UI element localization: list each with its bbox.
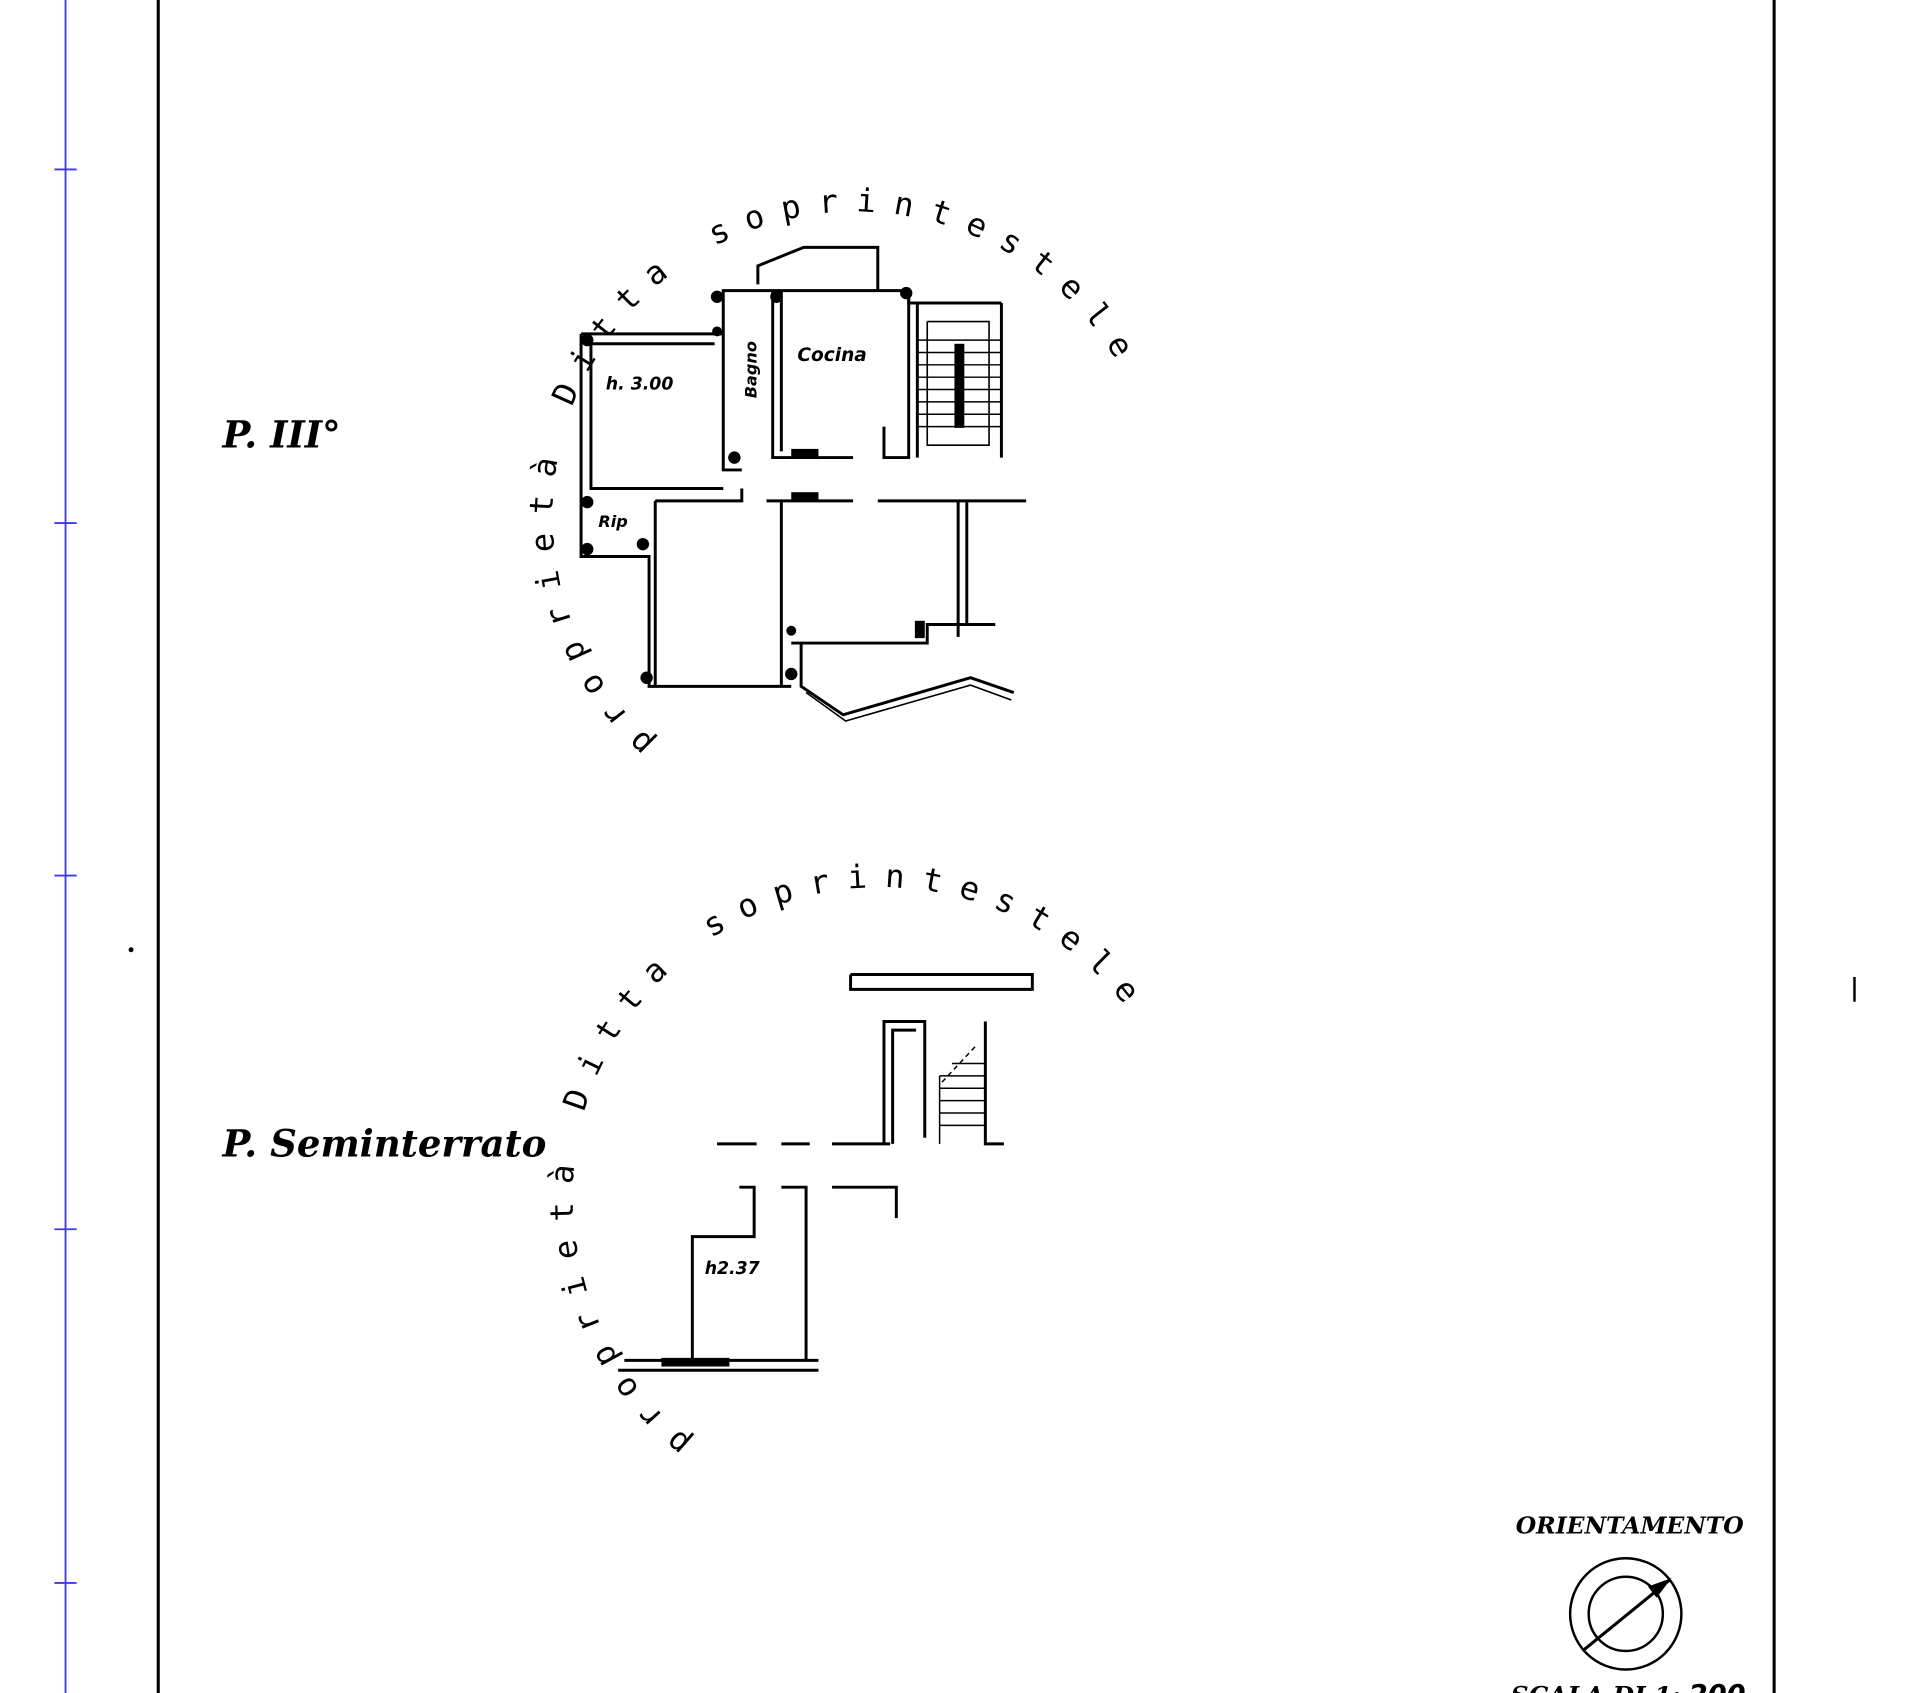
room-label-bathroom: Bagno (742, 341, 761, 398)
basement-plan-title: P. Seminterrato (222, 1121, 547, 1165)
room-height-basement: h2.37 (705, 1259, 760, 1279)
orientation-label: ORIENTAMENTO (1516, 1511, 1745, 1539)
upper-floor-plan: P. III° proprietà Ditta soprintestele (222, 181, 1150, 764)
upper-walls (579, 245, 1027, 722)
scale-label: SCALA DI 1: (1511, 1681, 1681, 1693)
basement-floor-plan: P. Seminterrato proprietà Ditta soprinte… (222, 857, 1158, 1464)
orientation-legend: ORIENTAMENTO SCALA DI 1: 200 (1511, 1511, 1746, 1693)
margin-ruler (54, 0, 77, 1693)
basement-walls (618, 973, 1034, 1372)
room-height-upper: h. 3.00 (606, 375, 674, 395)
upper-arc-text: proprietà Ditta soprintestele (522, 181, 1150, 764)
room-label-storage: Rip (598, 512, 627, 531)
upper-plan-title: P. III° (222, 413, 341, 457)
basement-arc-text: proprietà Ditta soprintestele (542, 857, 1158, 1464)
room-label-kitchen: Cocina (797, 345, 866, 366)
scale-value: 200 (1689, 1680, 1746, 1693)
north-arrow-icon (1568, 1556, 1683, 1671)
